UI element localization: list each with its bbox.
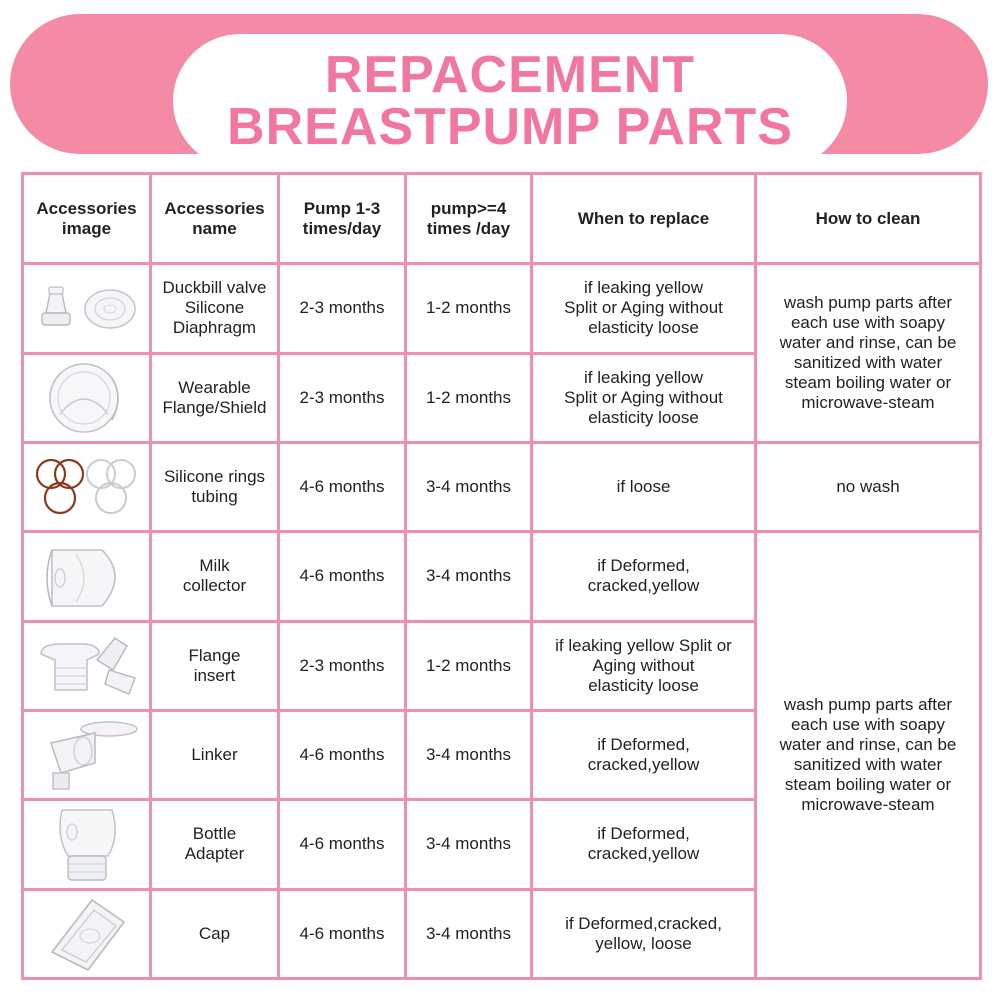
when-to-replace-value: if leaking yellow Split or Aging without…	[530, 619, 757, 712]
how-to-clean-value: no wash	[754, 440, 982, 534]
header-when-to-replace: When to replace	[530, 171, 757, 266]
cap-image	[21, 887, 152, 981]
bottle-adapter-image	[21, 798, 152, 891]
milk-collector-image	[21, 530, 152, 623]
table-row: Linker 4-6 months 3-4 months if Deformed…	[21, 708, 981, 802]
accessory-name: Linker	[149, 708, 280, 802]
header-how-to-clean: How to clean	[754, 171, 982, 266]
flange-shield-image	[21, 351, 152, 444]
linker-image	[21, 708, 152, 802]
pump-1-3-value: 2-3 months	[277, 619, 407, 712]
silicone-rings-image	[21, 440, 152, 534]
pump-1-3-value: 4-6 months	[277, 708, 407, 802]
when-to-replace-value: if loose	[530, 440, 757, 534]
header-accessories-image: Accessories image	[21, 171, 152, 266]
when-to-replace-value: if Deformed, cracked,yellow	[530, 530, 757, 623]
header-pump-1-3: Pump 1-3 times/day	[277, 171, 407, 266]
when-to-replace-value: if Deformed, cracked,yellow	[530, 708, 757, 802]
accessory-name: Cap	[149, 887, 280, 981]
table-header-row: Accessories image Accessories name Pump …	[21, 171, 982, 266]
when-to-replace-value: if leaking yellow Split or Aging without…	[530, 351, 757, 444]
title-panel: REPACEMENT BREASTPUMP PARTS	[173, 34, 847, 168]
table-row: Milk collector 4-6 months 3-4 months if …	[21, 530, 982, 980]
pump-1-3-value: 4-6 months	[277, 440, 407, 534]
accessory-name: Bottle Adapter	[149, 798, 280, 891]
pump-4-value: 3-4 months	[404, 798, 533, 891]
pump-1-3-value: 4-6 months	[277, 887, 407, 981]
pump-1-3-value: 4-6 months	[277, 530, 407, 623]
accessory-name: Milk collector	[149, 530, 280, 623]
pump-4-value: 3-4 months	[404, 708, 533, 802]
table-row: Bottle Adapter 4-6 months 3-4 months if …	[21, 798, 981, 891]
pump-4-value: 1-2 months	[404, 262, 533, 355]
table-row: Wearable Flange/Shield 2-3 months 1-2 mo…	[21, 351, 981, 444]
pump-1-3-value: 2-3 months	[277, 262, 407, 355]
title-line-2: BREASTPUMP PARTS	[227, 98, 793, 156]
table-row: Duckbill valve Silicone Diaphragm 2-3 mo…	[21, 262, 982, 444]
pump-4-value: 1-2 months	[404, 619, 533, 712]
flange-insert-image	[21, 619, 152, 712]
pump-1-3-value: 4-6 months	[277, 798, 407, 891]
pump-4-value: 1-2 months	[404, 351, 533, 444]
when-to-replace-value: if Deformed,cracked, yellow, loose	[530, 887, 757, 981]
header-pump-4: pump>=4 times /day	[404, 171, 533, 266]
when-to-replace-value: if leaking yellow Split or Aging without…	[530, 262, 757, 355]
duckbill-valve-diaphragm-image	[21, 262, 152, 355]
how-to-clean-value: wash pump parts after each use with soap…	[754, 530, 982, 980]
when-to-replace-value: if Deformed, cracked,yellow	[530, 798, 757, 891]
accessory-name: Silicone rings tubing	[149, 440, 280, 534]
title-banner: REPACEMENT BREASTPUMP PARTS	[10, 14, 988, 168]
table-row: Cap 4-6 months 3-4 months if Deformed,cr…	[21, 887, 981, 981]
accessory-name: Duckbill valve Silicone Diaphragm	[149, 262, 280, 355]
replacement-parts-table: Accessories image Accessories name Pump …	[21, 171, 982, 981]
header-accessories-name: Accessories name	[149, 171, 280, 266]
pump-4-value: 3-4 months	[404, 887, 533, 981]
table-row: Flange insert 2-3 months 1-2 months if l…	[21, 619, 981, 712]
pump-1-3-value: 2-3 months	[277, 351, 407, 444]
accessory-name: Wearable Flange/Shield	[149, 351, 280, 444]
how-to-clean-value: wash pump parts after each use with soap…	[754, 262, 982, 444]
pump-4-value: 3-4 months	[404, 530, 533, 623]
table-row: Silicone rings tubing 4-6 months 3-4 mon…	[21, 440, 982, 534]
title-line-1: REPACEMENT	[324, 46, 696, 104]
pump-4-value: 3-4 months	[404, 440, 533, 534]
accessory-name: Flange insert	[149, 619, 280, 712]
